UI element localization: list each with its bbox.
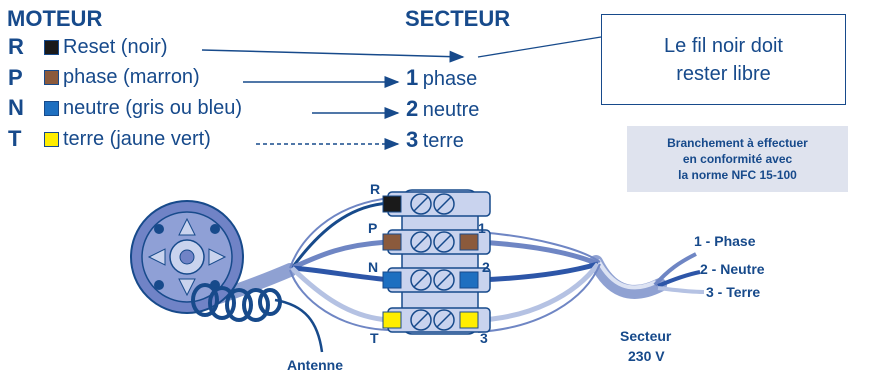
secteur-neutre: 2 neutre [406,96,479,122]
secteur-phase: 1 phase [406,65,477,91]
mains-wire-neutre [657,270,701,288]
row-letter-t: T [8,126,22,151]
block-label-2: 2 [482,259,490,275]
row-label-terre: terre (jaune vert) [63,128,211,150]
wire-terre-left [290,266,391,323]
wire-terre-right [477,262,601,323]
norm-line-2: en conformité avec [682,152,793,166]
block-label-n: N [368,259,379,275]
block-label-3: 3 [480,330,488,346]
row-label-reset: Reset (noir) [63,36,168,58]
secteur-label-phase: phase [422,68,478,90]
wire-phase-left [290,239,391,271]
wire-neutre-left [291,265,391,283]
row-letter-n: N [8,95,24,120]
neutre-color-swatch [44,101,59,116]
reset-arrow [201,49,465,63]
secteur-label-terre: terre [422,130,464,152]
callout-line [477,36,602,58]
motor-head [130,200,244,314]
phase-color-swatch [44,70,59,85]
row-letter-r: R [8,34,24,59]
note-box: Le fil noir doit rester libre [601,14,846,105]
bundle-left-bottom [289,269,393,331]
secteur-terre: 3 terre [406,127,464,153]
norm-line-3: la norme NFC 15-100 [678,168,797,182]
note-line-1: Le fil noir doit [664,34,783,57]
bundle-left-top [289,197,391,269]
block-label-p: P [368,220,378,236]
row-label-neutre: neutre (gris ou bleu) [63,97,242,119]
row-letter-p: P [8,65,23,90]
norm-box: Branchement à effectuer en conformité av… [627,126,848,192]
secteur-caption-line2: 230 V [628,348,665,364]
wire-neutre-right [477,261,599,283]
secteur-num-3: 3 [406,127,419,152]
secteur-header: SECTEUR [405,6,511,31]
mains-cable [589,255,667,299]
mains-wire-terre [657,286,705,294]
antenna-wire [274,298,324,353]
antenna-coil [191,283,282,322]
row-label-phase: phase (marron) [63,66,200,88]
block-label-t: T [370,330,379,346]
cable-label-terre: 3 - Terre [706,284,761,300]
secteur-label-neutre: neutre [422,99,480,121]
wire-phase-right [477,239,599,267]
moteur-header: MOTEUR [7,6,103,31]
wire-reset [290,201,391,269]
antenne-label: Antenne [287,357,343,373]
secteur-num-1: 1 [406,65,419,90]
bundle-right-bottom [477,263,601,333]
mains-wire-phase [653,252,697,287]
norm-line-1: Branchement à effectuer [667,136,808,150]
cable-label-neutre: 2 - Neutre [700,261,765,277]
terminal-block [382,189,491,335]
block-label-1: 1 [478,220,486,236]
secteur-num-2: 2 [406,96,419,121]
secteur-caption-line1: Secteur [620,328,672,344]
bundle-right-top [477,231,601,263]
reset-color-swatch [44,40,59,55]
terre-color-swatch [44,132,59,147]
note-line-2: rester libre [676,62,771,85]
mains-cable-highlight [596,259,657,290]
cable-label-phase: 1 - Phase [694,233,756,249]
block-label-r: R [370,181,381,197]
